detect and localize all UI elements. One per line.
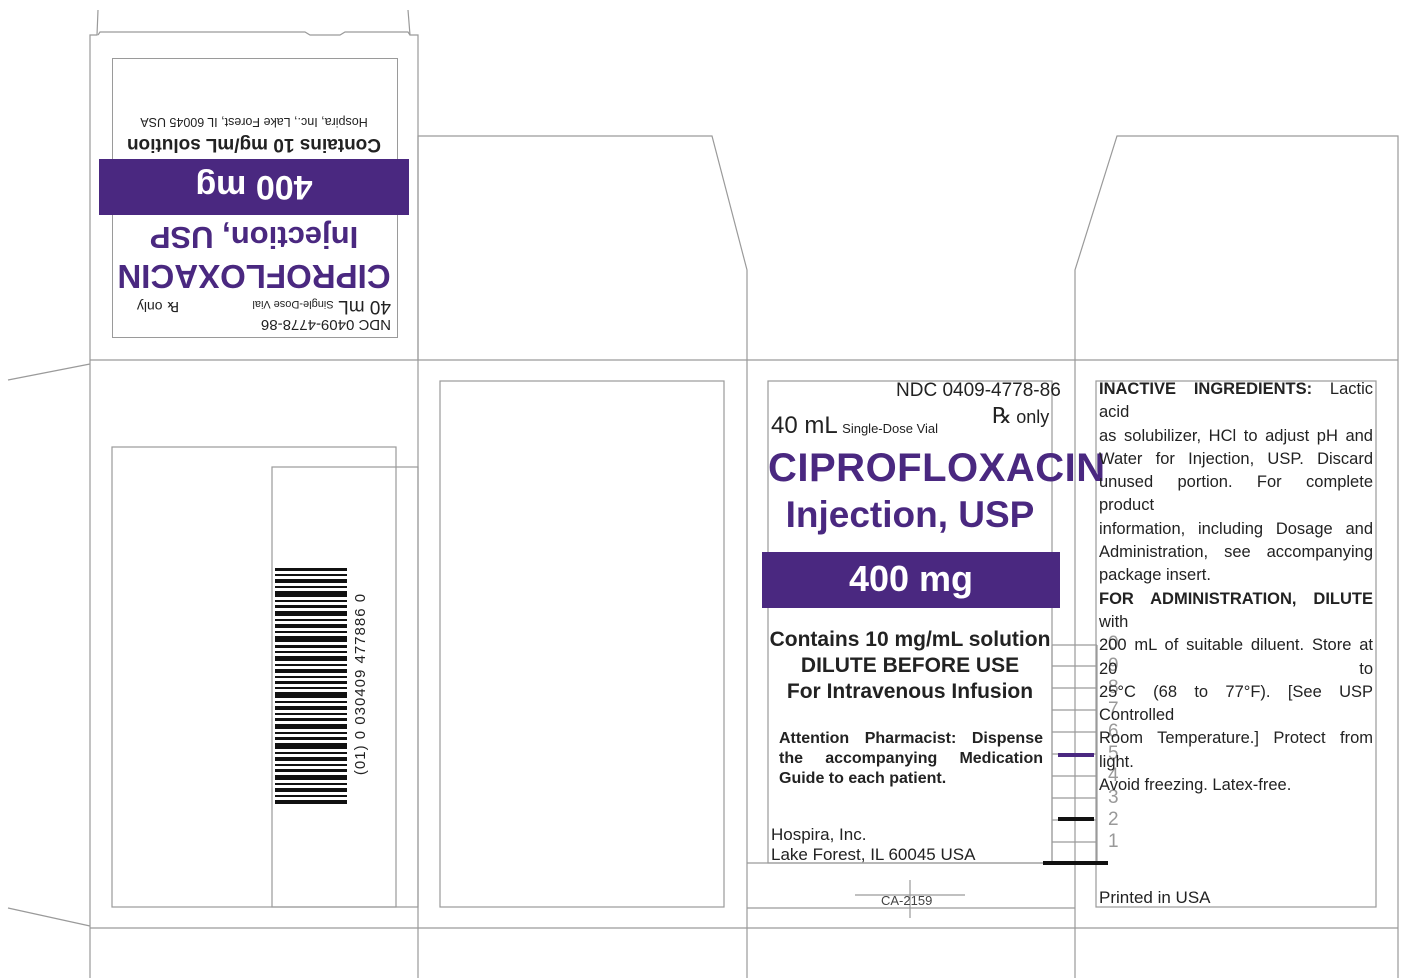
strength-band: 400 mg [762, 552, 1060, 608]
grad-3: 3 [1108, 787, 1119, 808]
inactive-ingredients-heading: INACTIVE INGREDIENTS: [1099, 380, 1313, 398]
flap-concentration: Contains 10 mg/mL solution [126, 134, 382, 155]
rx-only: ℞ only [992, 404, 1049, 429]
drug-name: CIPROFLOXACIN [768, 446, 1106, 490]
rx-only-text: only [1016, 407, 1050, 427]
grad-7: 7 [1108, 699, 1119, 720]
manufacturer: Hospira, Inc. [771, 825, 867, 844]
flap-drug-form: Injection, USP [149, 220, 359, 255]
side-line-1-text: Lactic acid [1099, 380, 1373, 422]
barcode-number: (01) 0 030409 477886 0 [352, 592, 369, 776]
volume-line: 40 mL Single-Dose Vial [771, 412, 938, 440]
flap-strength-band: 400 mg [99, 159, 409, 215]
attention-line-2: the accompanying Medication [779, 750, 1043, 767]
grad-4: 4 [1108, 765, 1119, 786]
side-line-3: Water for Injection, USP. Discard [1099, 449, 1373, 468]
dilute-warning: DILUTE BEFORE USE [800, 654, 1020, 677]
attention-pharmacist: Attention Pharmacist: Dispense the accom… [779, 729, 1043, 789]
side-line-12: Avoid freezing. Latex-free. [1099, 776, 1292, 795]
grad-9: 9 [1108, 655, 1119, 676]
grad-2: 2 [1108, 809, 1119, 830]
side-panel-text: INACTIVE INGREDIENTS: Lactic acid as sol… [1099, 378, 1373, 797]
grad-1: 1 [1108, 831, 1119, 852]
grad-6: 6 [1108, 721, 1119, 742]
side-line-11: Room Temperature.] Protect from light. [1099, 729, 1373, 771]
volume: 40 mL [771, 412, 838, 439]
side-line-4: unused portion. For complete product [1099, 473, 1373, 515]
grad-8: 8 [1108, 677, 1119, 698]
side-line-9: 200 mL of suitable diluent. Store at 20 … [1099, 636, 1373, 678]
printed-in-usa: Printed in USA [1099, 888, 1211, 907]
concentration: Contains 10 mg/mL solution [769, 628, 1051, 651]
side-line-5: information, including Dosage and [1099, 519, 1373, 538]
manufacturer-block: Hospira, Inc. Lake Forest, IL 60045 USA [771, 825, 975, 865]
ndc-number: NDC 0409-4778-86 [896, 380, 1061, 401]
side-line-6: Administration, see accompanying [1099, 543, 1373, 562]
top-flap-label: NDC 0409-4778-86 40 mL Single-Dose Vial … [99, 58, 409, 338]
side-line-10: 25°C (68 to 77°F). [See USP Controlled [1099, 682, 1373, 725]
address: Lake Forest, IL 60045 USA [771, 845, 976, 864]
side-line-8: FOR ADMINISTRATION, DILUTE with [1099, 588, 1373, 635]
flap-vial-type: Single-Dose Vial [252, 298, 334, 310]
flap-rx-only: ℞ only [136, 299, 179, 315]
grad-0: 0 [1108, 633, 1119, 654]
flap-drug-name: CIPROFLOXACIN [117, 258, 391, 295]
vial-type: Single-Dose Vial [842, 421, 939, 436]
flap-ndc: NDC 0409-4778-86 [260, 316, 391, 333]
attention-line-3: Guide to each patient. [779, 770, 947, 787]
side-line-2: as solubilizer, HCl to adjust pH and [1099, 426, 1373, 445]
flap-volume: 40 mL [338, 296, 391, 317]
grad-5: 5 [1108, 743, 1119, 764]
attention-line-1: Attention Pharmacist: Dispense [779, 730, 1043, 747]
barcode-bars [275, 568, 347, 804]
route: For Intravenous Infusion [786, 680, 1034, 703]
side-line-7: package insert. [1099, 566, 1211, 585]
part-code: CA-2159 [881, 893, 933, 908]
rx-symbol: ℞ [992, 404, 1012, 429]
administration-heading: FOR ADMINISTRATION, DILUTE [1099, 589, 1373, 608]
barcode [275, 568, 347, 804]
side-line-8-text: with [1099, 612, 1129, 631]
drug-form: Injection, USP [785, 494, 1035, 535]
flap-manufacturer: Hospira, Inc., Lake Forest, IL 60045 USA [140, 115, 368, 129]
usage-block: Contains 10 mg/mL solution DILUTE BEFORE… [768, 627, 1052, 705]
side-line-1: INACTIVE INGREDIENTS: Lactic acid [1099, 378, 1373, 425]
